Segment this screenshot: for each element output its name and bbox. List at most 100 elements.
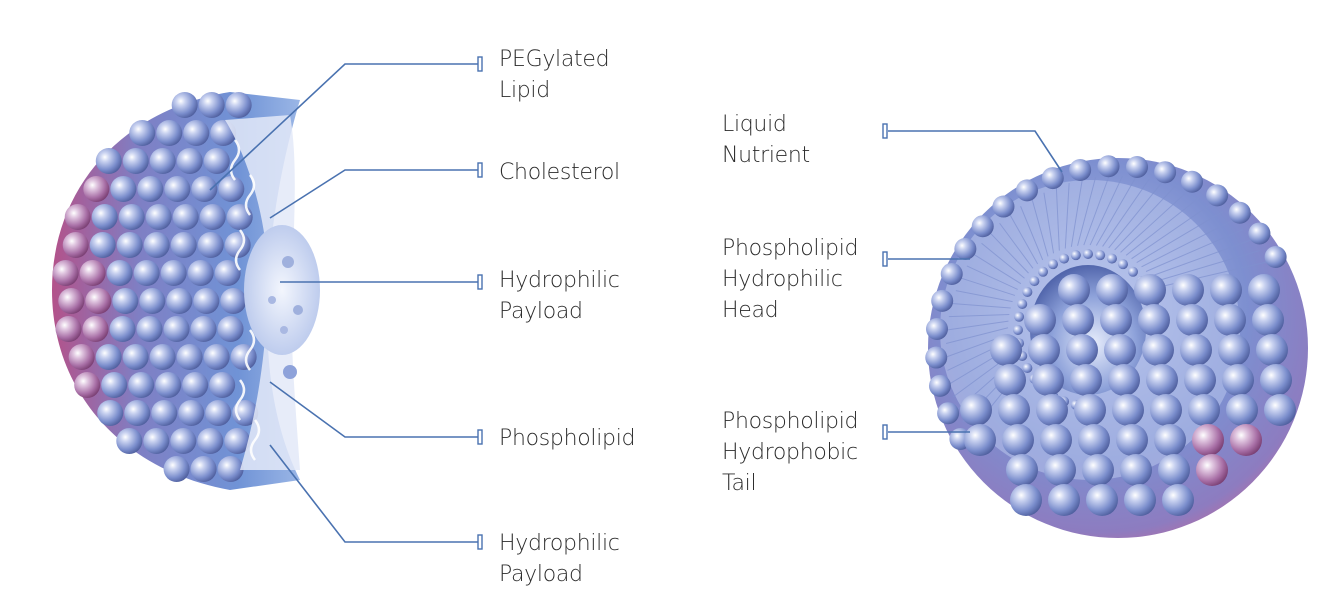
- lipid-head-sphere: [225, 92, 252, 118]
- lipid-head-sphere: [151, 400, 178, 426]
- lipid-head-sphere: [110, 176, 137, 202]
- lipid-head-sphere: [1044, 454, 1076, 486]
- lipid-head-sphere: [124, 400, 151, 426]
- lipid-head-sphere: [1108, 364, 1140, 396]
- lipid-head-sphere: [79, 260, 106, 286]
- lipid-head-sphere: [1062, 304, 1094, 336]
- leader-lines: [209, 63, 1063, 543]
- lipid-head-sphere: [55, 316, 82, 342]
- lipid-head-sphere: [170, 232, 197, 258]
- leader-line-liquid-nutrient: [888, 130, 1063, 173]
- terminal-marker: [882, 424, 888, 440]
- lipid-head-sphere: [82, 316, 109, 342]
- lipid-tail: [1150, 239, 1252, 277]
- lipid-tail: [1136, 211, 1223, 263]
- terminal-marker: [477, 56, 483, 72]
- lipid-head-sphere: [217, 456, 244, 482]
- lipid-head-sphere: [137, 176, 164, 202]
- lipid-head-sphere: [128, 372, 155, 398]
- lipid-head-sphere: [160, 260, 187, 286]
- label-line: Payload: [499, 562, 583, 587]
- lipid-head-sphere: [1154, 161, 1177, 184]
- terminal-marker: [477, 274, 483, 290]
- lipid-head-sphere: [1100, 304, 1132, 336]
- label-line: Hydrophilic: [722, 267, 843, 292]
- lipid-tail: [1089, 175, 1123, 246]
- lipid-head-sphere: [1058, 274, 1090, 306]
- lipid-head-sphere: [85, 288, 112, 314]
- lipid-head-sphere: [1248, 274, 1280, 306]
- lipid-head-sphere: [116, 428, 143, 454]
- label-cholesterol: Cholesterol: [499, 157, 620, 188]
- lipid-head-sphere: [1022, 363, 1033, 373]
- lipid-head-sphere: [937, 402, 960, 425]
- lipid-tail: [1020, 206, 1044, 261]
- lipid-head-sphere: [68, 344, 95, 370]
- lipid-tail: [999, 222, 1034, 269]
- lipid-head-sphere: [1024, 304, 1056, 336]
- lipid-head-sphere: [1069, 158, 1092, 181]
- lipid-head-sphere: [1138, 304, 1170, 336]
- lipid-head-sphere: [1048, 259, 1058, 270]
- lipid-head-sphere: [994, 364, 1026, 396]
- lipid-head-sphere: [1134, 274, 1166, 306]
- lipid-head-sphere: [224, 428, 251, 454]
- lipid-head-sphere: [1264, 394, 1296, 426]
- lipid-head-sphere: [1150, 394, 1182, 426]
- lipid-head-sphere: [199, 204, 226, 230]
- lipid-head-sphere: [109, 316, 136, 342]
- lipid-head-sphere: [1017, 299, 1028, 310]
- lipid-tail: [945, 327, 1009, 344]
- lipid-tail: [981, 242, 1025, 279]
- lipid-tail: [1095, 176, 1137, 246]
- lipid-head-sphere: [116, 232, 143, 258]
- lipid-head-sphere: [954, 237, 977, 260]
- leader-line-cholesterol: [269, 169, 478, 219]
- lipid-head-sphere: [1127, 266, 1138, 277]
- lipid-head-sphere: [1154, 424, 1186, 456]
- lipid-head-sphere: [83, 176, 110, 202]
- lipid-head-sphere: [1180, 334, 1212, 366]
- lipid-head-sphere: [940, 262, 963, 285]
- lipid-head-sphere: [164, 176, 191, 202]
- lipid-tail: [1141, 219, 1234, 268]
- lipid-tail: [960, 277, 1016, 296]
- lipid-head-sphere: [1172, 274, 1204, 306]
- lipid-head-sphere: [214, 260, 241, 286]
- label-line: PEGylated: [499, 47, 610, 72]
- lipid-head-sphere: [1097, 155, 1120, 178]
- label-line: Phospholipid: [722, 236, 859, 261]
- lipid-head-sphere: [960, 394, 992, 426]
- lipid-tail: [1064, 183, 1070, 249]
- lipid-head-sphere: [1162, 484, 1194, 516]
- label-phospholipid-hydrophilic-head: Phospholipid Hydrophilic Head: [722, 233, 858, 326]
- lipid-tail: [948, 314, 1010, 318]
- lipid-nanoparticle-illustration: [52, 92, 320, 490]
- lipid-head-sphere: [1214, 304, 1246, 336]
- lipid-head-sphere: [145, 204, 172, 230]
- lipid-head-sphere: [149, 148, 176, 174]
- lipid-head-sphere: [998, 394, 1030, 426]
- label-line: Phospholipid: [722, 409, 859, 434]
- lipid-tail: [1055, 187, 1060, 251]
- lipid-head-sphere: [129, 120, 156, 146]
- lipid-tail: [989, 232, 1029, 274]
- label-pegylated-lipid: PEGylated Lipid: [499, 44, 610, 106]
- lipid-head-sphere: [1095, 250, 1106, 261]
- lipid-head-sphere: [1188, 394, 1220, 426]
- lipid-head-sphere: [106, 260, 133, 286]
- lipid-head-sphere: [1248, 222, 1271, 245]
- lipid-head-sphere: [1256, 334, 1288, 366]
- lipid-head-sphere: [1192, 424, 1224, 456]
- lipid-head-sphere: [95, 344, 122, 370]
- label-line: Head: [722, 298, 779, 323]
- lipid-head-sphere: [149, 344, 176, 370]
- lipid-head-sphere: [1022, 287, 1033, 297]
- lipid-head-sphere: [1228, 201, 1251, 224]
- lipid-tail: [1043, 192, 1055, 254]
- lipid-head-sphere: [74, 372, 101, 398]
- lipid-tail: [1131, 203, 1212, 260]
- lipid-head-sphere: [1260, 364, 1292, 396]
- lipid-head-sphere: [1013, 325, 1023, 335]
